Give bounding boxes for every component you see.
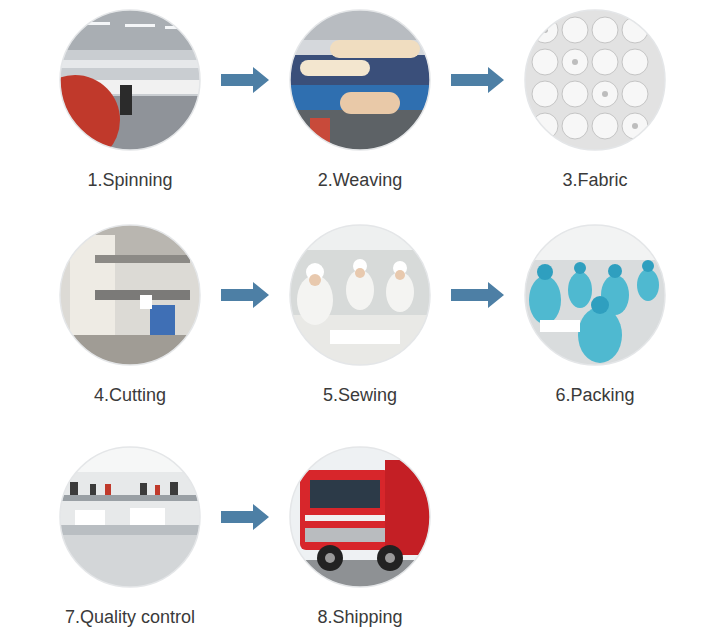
process-step: 6.Packing bbox=[510, 223, 680, 407]
step-label: 2.Weaving bbox=[275, 168, 445, 192]
flow-arrow bbox=[451, 282, 504, 308]
flow-arrow bbox=[221, 504, 269, 530]
process-step: 8.Shipping bbox=[275, 445, 445, 629]
flow-arrow bbox=[221, 67, 269, 93]
step-label: 1.Spinning bbox=[45, 168, 215, 192]
process-step: 2.Weaving bbox=[275, 8, 445, 192]
step-label: 8.Shipping bbox=[275, 605, 445, 629]
process-step: 7.Quality control bbox=[45, 445, 215, 629]
process-step: 1.Spinning bbox=[45, 8, 215, 192]
process-step: 4.Cutting bbox=[45, 223, 215, 407]
process-step: 5.Sewing bbox=[275, 223, 445, 407]
flow-arrow bbox=[221, 282, 269, 308]
step-label: 7.Quality control bbox=[45, 605, 215, 629]
step-label: 6.Packing bbox=[510, 383, 680, 407]
step-label: 4.Cutting bbox=[45, 383, 215, 407]
flow-arrow bbox=[451, 67, 504, 93]
step-label: 3.Fabric bbox=[510, 168, 680, 192]
process-step: 3.Fabric bbox=[510, 8, 680, 192]
step-label: 5.Sewing bbox=[275, 383, 445, 407]
